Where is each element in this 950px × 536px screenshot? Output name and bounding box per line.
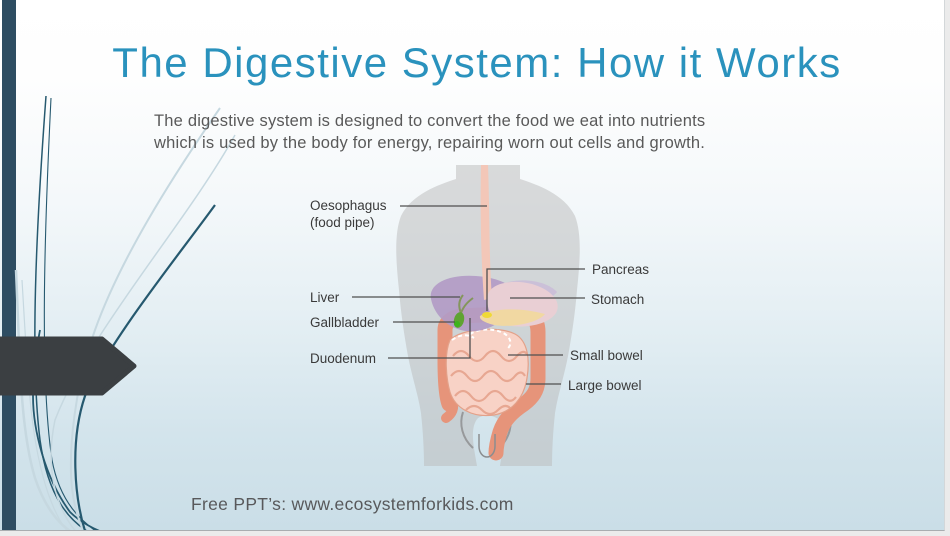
label-large-bowel: Large bowel bbox=[568, 378, 642, 393]
label-liver: Liver bbox=[310, 290, 340, 305]
accent-bar bbox=[2, 0, 16, 530]
label-small-bowel: Small bowel bbox=[570, 348, 643, 363]
label-oesophagus: Oesophagus (food pipe) bbox=[310, 197, 387, 231]
slide-title: The Digestive System: How it Works bbox=[112, 39, 842, 86]
label-stomach: Stomach bbox=[591, 292, 645, 307]
slide-subtitle: The digestive system is designed to conv… bbox=[154, 110, 854, 154]
pancreas-head-highlight bbox=[482, 312, 492, 318]
large-bowel-shape bbox=[437, 305, 546, 461]
label-oesophagus-text: Oesophagus bbox=[310, 198, 387, 213]
label-duodenum: Duodenum bbox=[310, 351, 377, 366]
digestive-diagram bbox=[352, 165, 585, 466]
arrow-shape bbox=[0, 336, 137, 396]
gallbladder-tip bbox=[454, 321, 460, 327]
duodenum-connector bbox=[388, 318, 471, 359]
connector-lines bbox=[352, 205, 585, 385]
bile-ducts bbox=[458, 294, 474, 314]
rectum-outline bbox=[478, 434, 496, 458]
footer-credit: Free PPT’s: www.ecosystemforkids.com bbox=[191, 494, 514, 514]
subtitle-line-2: which is used by the body for energy, re… bbox=[154, 134, 706, 152]
pancreas-shape bbox=[479, 309, 545, 326]
label-oesophagus-subtext: (food pipe) bbox=[310, 215, 375, 230]
label-pancreas: Pancreas bbox=[592, 262, 650, 277]
subtitle-line-1: The digestive system is designed to conv… bbox=[154, 112, 706, 130]
decorative-curves bbox=[14, 95, 236, 530]
oesophagus-shape bbox=[480, 165, 492, 300]
label-gallbladder: Gallbladder bbox=[310, 315, 380, 330]
pancreas-connector bbox=[486, 268, 585, 311]
